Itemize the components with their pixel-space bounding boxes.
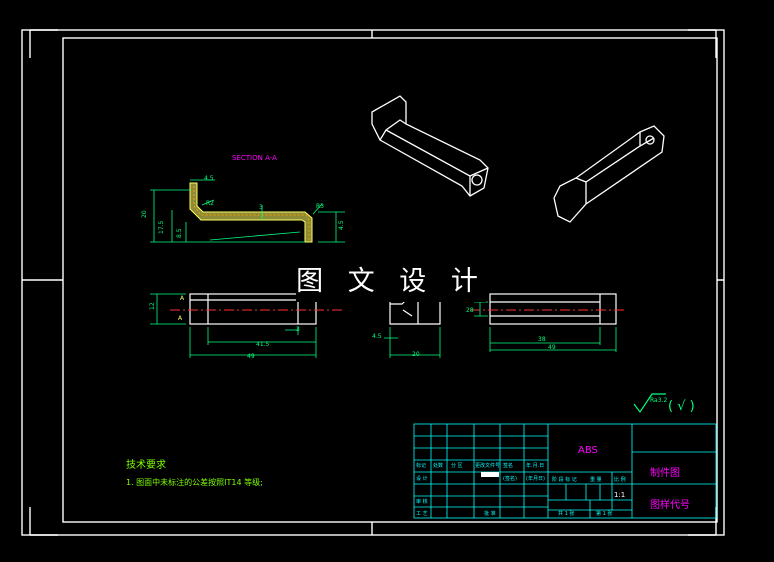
dim-17-5: 17.5 (158, 220, 165, 234)
tb-label-sign: 签名 (503, 462, 513, 469)
dim-4-5-top: 4.5 (204, 175, 214, 182)
tb-sig-a: (签名) (503, 475, 517, 482)
dim-20: 20 (141, 210, 148, 218)
dim-41-5: 41.5 (256, 341, 270, 348)
top-dimensions (474, 301, 617, 352)
dim-12: 12 (149, 302, 156, 310)
tb-ratio: 比 例 (614, 476, 626, 483)
dim-3: 3 (259, 204, 263, 211)
sheet-frame (21, 29, 725, 536)
label-a-bottom: A (178, 315, 183, 322)
watermark: 图 文 设 计 (296, 262, 486, 302)
label-a-top: A (180, 295, 185, 302)
tb-approve: 批 准 (484, 510, 496, 517)
tb-sheet-no: 第 1 张 (596, 510, 612, 517)
tb-sheets: 共 1 张 (558, 510, 574, 517)
tb-scale: 1:1 (614, 491, 625, 499)
isometric-view-left (371, 95, 489, 197)
tb-design: 设 计 (416, 475, 428, 482)
tb-weight: 重 量 (590, 476, 602, 483)
tb-label-date: 年.月.日 (526, 462, 544, 469)
dim-49-front: 49 (247, 353, 255, 360)
tech-req-title: 技术要求 (126, 458, 166, 471)
tb-drawing-code: 图样代号 (650, 498, 690, 511)
dim-28: 28 (466, 307, 474, 314)
tb-material: ABS (578, 445, 598, 456)
tb-label-change: 更改文件号 (475, 462, 500, 469)
dim-8-5: 8.5 (176, 228, 183, 238)
dim-38: 38 (538, 336, 546, 343)
roughness-symbol (633, 393, 666, 414)
dim-4-5-side: 4.5 (372, 333, 382, 340)
tb-label-count: 处数 (433, 462, 443, 469)
tb-label-zone: 分 区 (451, 462, 463, 469)
dim-20-side: 20 (412, 351, 420, 358)
roughness-suffix: ( √ ) (668, 399, 695, 414)
section-title: SECTION A-A (232, 154, 277, 162)
tech-req-item: 1. 图面中未标注的公差按照IT14 等级; (126, 477, 263, 487)
dim-4-5-right: 4.5 (338, 220, 345, 230)
isometric-view-right (553, 125, 665, 223)
tb-process: 工 艺 (416, 511, 428, 517)
tb-sig-b: (年月日) (526, 475, 545, 482)
tb-revision-mark (481, 472, 499, 477)
tb-check: 审 核 (416, 498, 428, 505)
top-view (489, 293, 617, 325)
title-block (413, 423, 717, 519)
front-view (189, 293, 317, 325)
tb-label-mark: 标记 (416, 462, 426, 469)
section-dimensions (150, 179, 345, 243)
dim-r3: R3 (316, 203, 324, 210)
side-dimensions (384, 327, 441, 358)
section-profile (189, 182, 313, 243)
roughness-value: Ra3.2 (650, 397, 667, 404)
dim-3-front: 3 (296, 326, 300, 333)
tb-stage: 阶 段 标 记 (552, 476, 577, 483)
front-dimensions (150, 293, 317, 358)
dim-49-top: 49 (548, 344, 556, 351)
dim-r2: R2 (206, 200, 214, 207)
side-view (389, 295, 441, 325)
tb-drawing-name: 制件图 (650, 466, 680, 479)
